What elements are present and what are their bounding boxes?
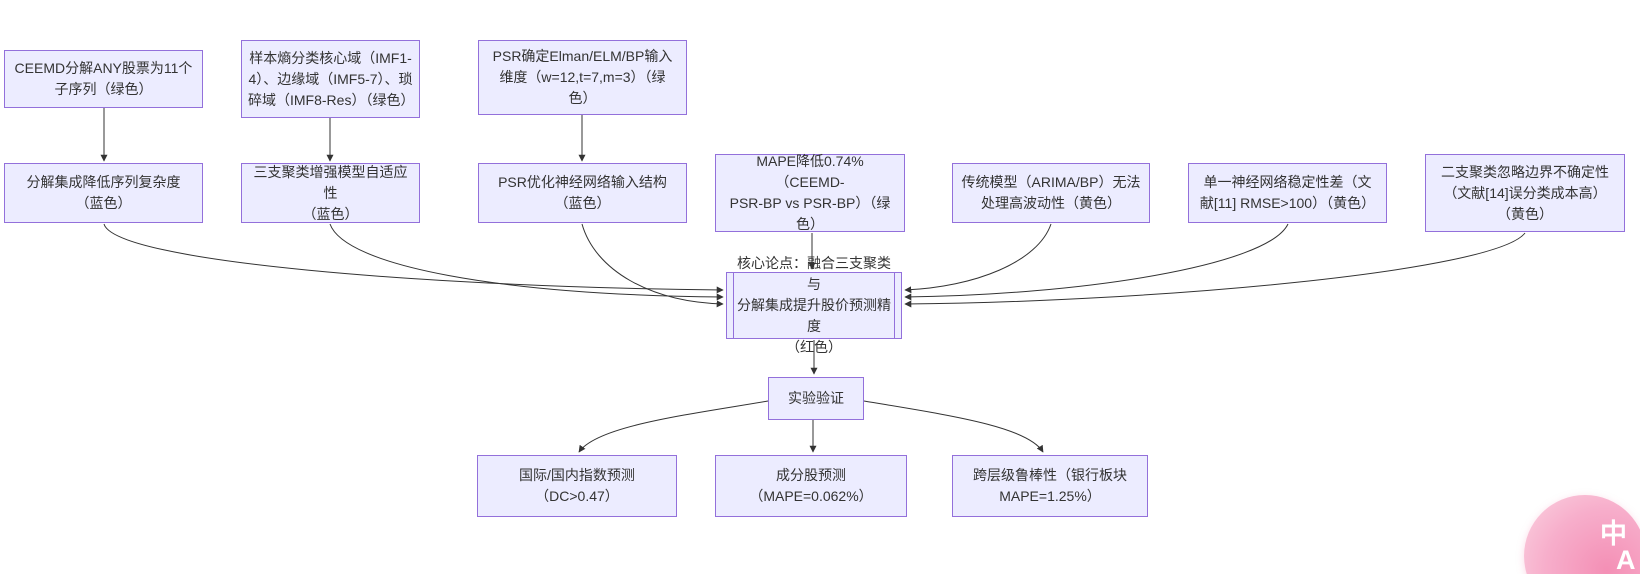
node-ceemd-decomposition: CEEMD分解ANY股票为11个 子序列（绿色）: [4, 50, 203, 108]
node-core-thesis: 核心论点：融合三支聚类与 分解集成提升股价预测精度 （红色）: [726, 255, 902, 355]
node-mape-improvement: MAPE降低0.74%（CEEMD- PSR-BP vs PSR-BP）（绿 色…: [715, 153, 905, 232]
node-index-prediction: 国际/国内指数预测 （DC>0.47）: [477, 455, 677, 517]
node-cross-level-robustness: 跨层级鲁棒性（银行板块 MAPE=1.25%）: [952, 455, 1148, 517]
node-single-nn-instability: 单一神经网络稳定性差（文 献[11] RMSE>100）（黄色）: [1188, 163, 1387, 223]
edge-threeway-to-core: [329, 223, 724, 301]
edge-twoway-to-core: [904, 232, 1526, 308]
translate-zh-icon: 中: [1600, 519, 1627, 549]
node-traditional-model-limitation: 传统模型（ARIMA/BP）无法 处理高波动性（黄色）: [952, 163, 1150, 223]
translate-en-icon: A: [1616, 545, 1636, 574]
node-constituent-stock-prediction: 成分股预测 （MAPE=0.062%）: [715, 455, 907, 517]
node-experimental-validation: 实验验证: [768, 377, 864, 420]
edge-traditional-to-core: [904, 223, 1052, 294]
node-two-way-clustering-limitation: 二支聚类忽略边界不确定性 （文献[14]误分类成本高） （黄色）: [1425, 154, 1625, 232]
edge-psrstruct-to-core: [581, 223, 724, 308]
edge-experiment-to-index: [578, 400, 769, 453]
node-decomposition-complexity: 分解集成降低序列复杂度 （蓝色）: [4, 163, 203, 223]
translate-badge-button[interactable]: 中 A: [1524, 495, 1640, 574]
node-sample-entropy-classification: 样本熵分类核心域（IMF1- 4）、边缘域（IMF5-7）、琐 碎域（IMF8-…: [241, 40, 420, 118]
node-psr-input-dimension: PSR确定Elman/ELM/BP输入 维度（w=12,t=7,m=3）（绿 色…: [478, 40, 687, 115]
edge-experiment-to-robust: [863, 400, 1044, 453]
node-three-way-clustering-adaptivity: 三支聚类增强模型自适应性 （蓝色）: [241, 163, 420, 223]
edge-decomp-to-core: [103, 223, 724, 294]
node-psr-input-structure: PSR优化神经网络输入结构 （蓝色）: [478, 163, 687, 223]
edge-singlenn-to-core: [904, 223, 1289, 301]
